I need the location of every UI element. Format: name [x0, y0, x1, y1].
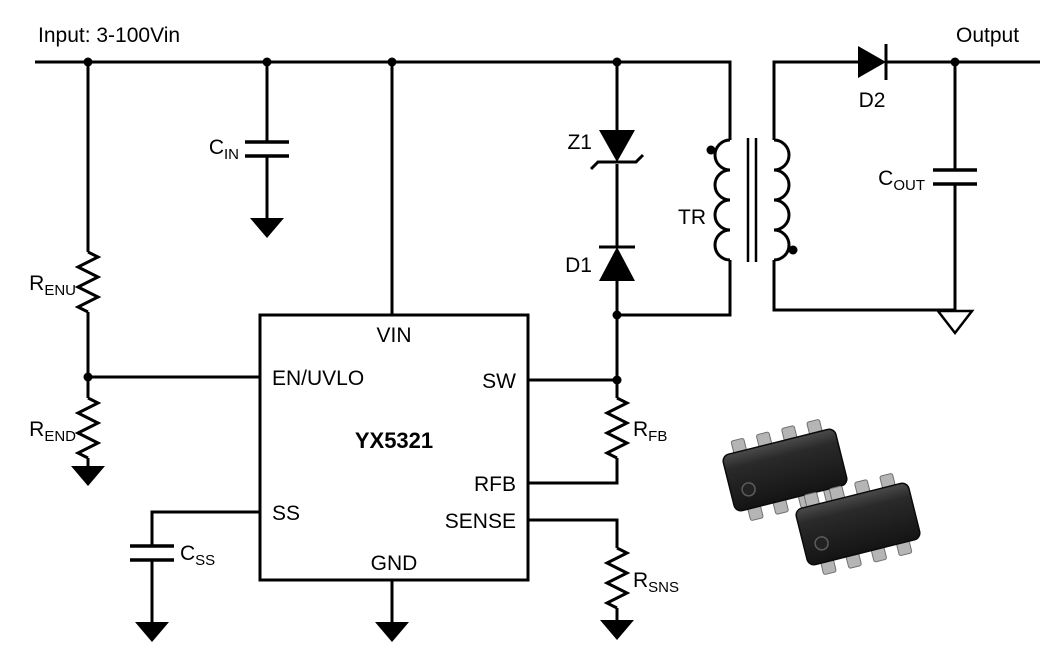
chip-pin1-dimple [814, 536, 829, 551]
cout-label: COUT [878, 167, 925, 194]
cin-capacitor-symbol [245, 140, 289, 158]
junction-dot [262, 57, 272, 67]
wire-secondary-top [772, 60, 858, 140]
cin-label-main: C [209, 136, 224, 159]
pin-label-rfb: RFB [474, 473, 516, 496]
wires [35, 60, 1040, 623]
transformer-phase-dot [706, 145, 716, 155]
pin-label-sw: SW [482, 370, 516, 393]
wire-sense [528, 518, 619, 548]
renu-label-sub: ENU [44, 282, 76, 299]
d2-label: D2 [859, 89, 886, 112]
ic-body [258, 313, 530, 582]
junction-dot [612, 310, 622, 320]
ic-name-label: YX5321 [355, 428, 433, 453]
d1-label: D1 [565, 254, 592, 277]
wire-rfb-return [528, 458, 619, 485]
pin-label-en-uvlo: EN/UVLO [272, 367, 364, 390]
input-label: Input: 3-100Vin [38, 24, 180, 47]
pin-label-vin: VIN [376, 324, 411, 347]
d2-diode-symbol [858, 44, 888, 80]
cout-capacitor-symbol [933, 168, 977, 186]
junction-dot [612, 375, 622, 385]
wire-secondary-bottom [772, 260, 955, 312]
z1-label: Z1 [567, 131, 592, 154]
transformer-primary-winding [713, 138, 731, 262]
chip-pin1-dimple [741, 482, 756, 497]
junction-dot [612, 57, 622, 67]
z1-zener-symbol [589, 130, 645, 171]
rsns-label-sub: SNS [648, 579, 679, 596]
ground-symbol [135, 622, 169, 642]
css-label: CSS [180, 542, 215, 569]
ground-symbol [600, 620, 634, 640]
rend-label: REND [29, 418, 76, 445]
transformer-secondary-winding [773, 138, 791, 262]
d1-diode-symbol [599, 245, 635, 281]
output-label: Output [956, 24, 1019, 47]
tr-label: TR [678, 206, 706, 229]
ground-symbol [250, 218, 284, 238]
cout-label-main: C [878, 167, 893, 190]
rfb-label-main: R [633, 418, 648, 441]
renu-label: RENU [29, 272, 76, 299]
rfb-label: RFB [633, 418, 667, 445]
resistor-renu-symbol [74, 250, 102, 314]
junction-dots [83, 57, 960, 385]
open-ground-symbol [935, 309, 975, 336]
wire-ss [150, 510, 260, 546]
soic-package-right-image [795, 473, 921, 575]
cout-label-sub: OUT [893, 177, 925, 194]
pin-label-gnd: GND [371, 552, 418, 575]
rsns-label: RSNS [633, 569, 679, 596]
zener-triangle [599, 130, 635, 162]
diode-triangle [599, 247, 635, 281]
rend-label-main: R [29, 418, 44, 441]
cin-label-sub: IN [224, 146, 239, 163]
rend-label-sub: END [44, 428, 76, 445]
zener-bar [589, 153, 645, 171]
ground-symbol [375, 622, 409, 642]
rfb-label-sub: FB [648, 428, 667, 445]
renu-label-main: R [29, 272, 44, 295]
junction-dot [83, 57, 93, 67]
junction-dot [950, 57, 960, 67]
ground-symbol [71, 466, 105, 486]
css-label-main: C [180, 542, 195, 565]
rsns-label-main: R [633, 569, 648, 592]
pin-label-sense: SENSE [445, 510, 516, 533]
resistor-rfb-symbol [603, 396, 631, 460]
junction-dot [387, 57, 397, 67]
resistor-rend-symbol [74, 396, 102, 460]
pin-label-ss: SS [272, 502, 300, 525]
transformer-phase-dot [788, 245, 798, 255]
css-label-sub: SS [195, 552, 215, 569]
wire-primary-bottom [617, 260, 732, 317]
css-capacitor-symbol [130, 544, 174, 562]
resistor-rsns-symbol [603, 546, 631, 610]
diode-triangle [858, 46, 886, 78]
wire-top-rail [35, 60, 732, 140]
junction-dot [83, 372, 93, 382]
cin-label: CIN [209, 136, 239, 163]
transformer [706, 138, 798, 262]
